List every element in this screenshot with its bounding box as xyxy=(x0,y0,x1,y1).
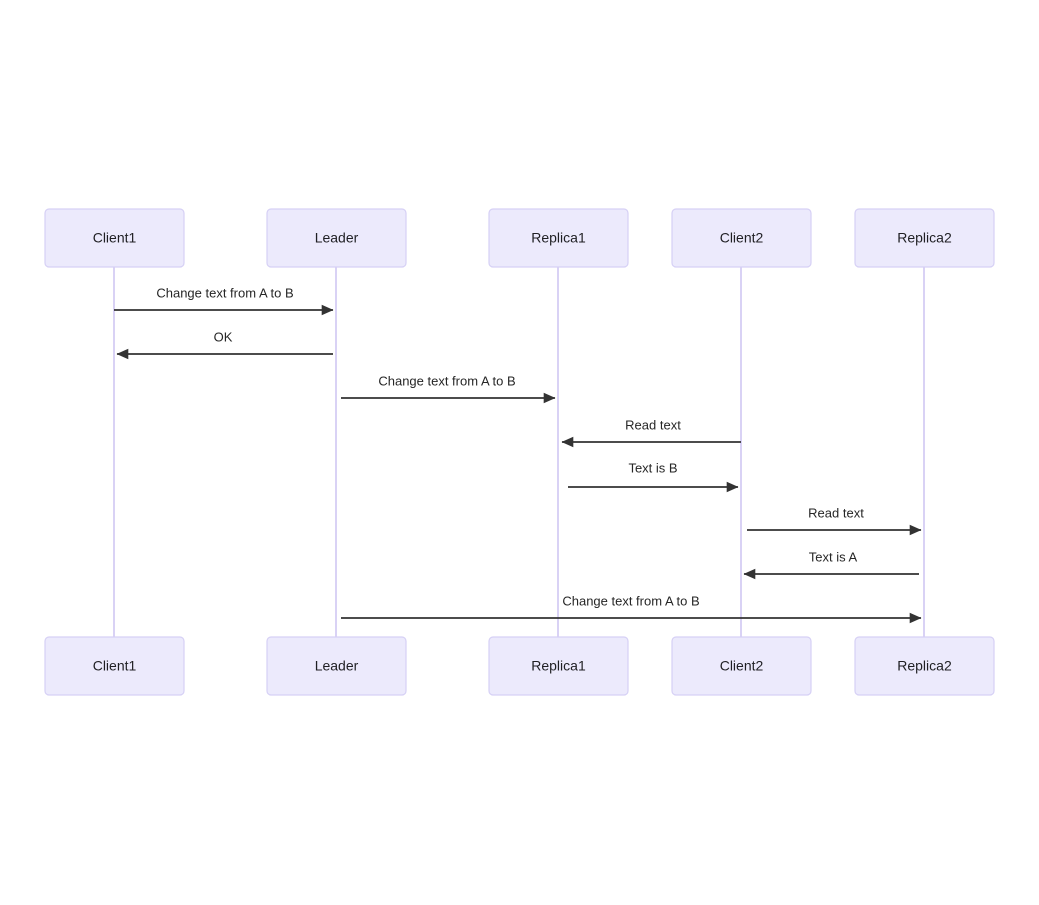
participant-box[interactable] xyxy=(44,208,185,268)
participant-box[interactable] xyxy=(266,636,407,696)
participant-label: Replica2 xyxy=(897,658,952,674)
participant-label: Replica2 xyxy=(897,230,952,246)
message-6-read-text[interactable]: Read text xyxy=(747,505,922,536)
message-label: Text is B xyxy=(628,460,677,475)
lifelines-group xyxy=(113,267,925,637)
participant-box[interactable] xyxy=(671,208,812,268)
message-label: Change text from A to B xyxy=(562,593,699,608)
message-8-change-text-from-a-to-b[interactable]: Change text from A to B xyxy=(341,593,922,624)
message-2-ok[interactable]: OK xyxy=(116,329,333,360)
participant-label: Client1 xyxy=(93,658,137,674)
participant-top-client2[interactable]: Client2 xyxy=(671,208,812,268)
participant-box[interactable] xyxy=(854,636,995,696)
participant-label: Client2 xyxy=(720,230,764,246)
participant-bottom-client1[interactable]: Client1 xyxy=(44,636,185,696)
message-label: Read text xyxy=(808,505,864,520)
message-1-change-text-from-a-to-b[interactable]: Change text from A to B xyxy=(114,285,334,316)
message-5-text-is-b[interactable]: Text is B xyxy=(568,460,739,493)
participant-box[interactable] xyxy=(44,636,185,696)
participant-label: Replica1 xyxy=(531,230,586,246)
participant-label: Leader xyxy=(315,658,359,674)
message-7-text-is-a[interactable]: Text is A xyxy=(743,549,919,580)
participant-box[interactable] xyxy=(854,208,995,268)
participant-top-replica1[interactable]: Replica1 xyxy=(488,208,629,268)
message-label: Text is A xyxy=(809,549,858,564)
participant-box[interactable] xyxy=(266,208,407,268)
message-label: Read text xyxy=(625,417,681,432)
participant-bottom-leader[interactable]: Leader xyxy=(266,636,407,696)
participants-top-group: Client1 Leader Replica1 Client2 Replica2 xyxy=(44,208,995,268)
participants-bottom-group: Client1 Leader Replica1 Client2 Replica2 xyxy=(44,636,995,696)
participant-label: Leader xyxy=(315,230,359,246)
participant-label: Client2 xyxy=(720,658,764,674)
participant-box[interactable] xyxy=(671,636,812,696)
participant-bottom-client2[interactable]: Client2 xyxy=(671,636,812,696)
participant-label: Replica1 xyxy=(531,658,586,674)
participant-box[interactable] xyxy=(488,208,629,268)
participant-top-leader[interactable]: Leader xyxy=(266,208,407,268)
participant-label: Client1 xyxy=(93,230,137,246)
message-3-change-text-from-a-to-b[interactable]: Change text from A to B xyxy=(341,373,556,404)
message-label: OK xyxy=(214,329,233,344)
participant-bottom-replica2[interactable]: Replica2 xyxy=(854,636,995,696)
participant-top-replica2[interactable]: Replica2 xyxy=(854,208,995,268)
message-label: Change text from A to B xyxy=(378,373,515,388)
participant-bottom-replica1[interactable]: Replica1 xyxy=(488,636,629,696)
participant-box[interactable] xyxy=(488,636,629,696)
message-4-read-text[interactable]: Read text xyxy=(561,417,741,448)
message-label: Change text from A to B xyxy=(156,285,293,300)
participant-top-client1[interactable]: Client1 xyxy=(44,208,185,268)
messages-group: Change text from A to B OK Change text f… xyxy=(114,285,922,624)
